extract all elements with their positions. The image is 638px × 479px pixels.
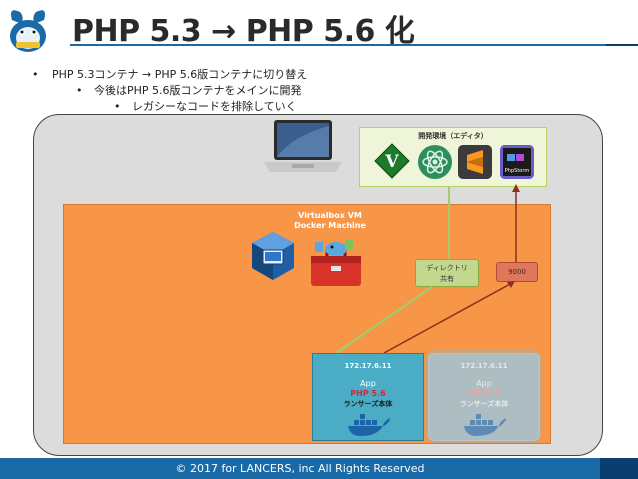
- bullet-text: レガシーなコードを排除していく: [132, 100, 297, 113]
- lancers-mascot-icon: [10, 10, 46, 52]
- docker-toolbox-icon: [311, 240, 361, 286]
- dev-environment-label: 開発環境（エディタ）: [418, 132, 488, 140]
- container-ip: 172.17.6.11: [460, 362, 508, 370]
- bullet-text: PHP 5.3コンテナ → PHP 5.6版コンテナに切り替え: [52, 68, 308, 81]
- docker-whale-icon: [464, 414, 506, 436]
- container-php53: 172.17.6.11 App PHP5.3 ランサーズ本体: [428, 353, 540, 441]
- atom-icon: [418, 145, 452, 179]
- bullet-level-3: •レガシーなコードを排除していく: [114, 100, 297, 113]
- title-divider-accent: [606, 44, 638, 46]
- virtualbox-icon: [252, 232, 294, 280]
- container-ip: 172.17.6.11: [344, 362, 392, 370]
- svg-text:V: V: [384, 152, 399, 172]
- container-app: App: [360, 379, 376, 388]
- port-box: 9000: [496, 262, 538, 282]
- title-divider: [70, 44, 638, 46]
- bullet-text: 今後はPHP 5.6版コンテナをメインに開発: [94, 84, 302, 97]
- vm-label-line2: Docker Machine: [294, 221, 366, 230]
- phpstorm-icon: PhpStorm: [500, 145, 534, 179]
- phpstorm-label: PhpStorm: [505, 168, 530, 174]
- shared-directory-label-line2: 共有: [440, 275, 454, 283]
- docker-whale-icon: [348, 414, 390, 436]
- sublime-text-icon: [458, 145, 492, 179]
- vm-label: Virtualbox VM Docker Machine: [270, 211, 390, 231]
- container-php-version: PHP5.3: [467, 389, 501, 398]
- laptop-icon: [264, 120, 342, 172]
- bullet-level-1: •PHP 5.3コンテナ → PHP 5.6版コンテナに切り替え: [32, 68, 308, 81]
- dev-environment-box: 開発環境（エディタ） V PhpStorm: [359, 127, 547, 187]
- vim-icon: V: [374, 143, 410, 179]
- vm-label-line1: Virtualbox VM: [298, 211, 362, 220]
- container-php-version: PHP 5.6: [350, 389, 386, 398]
- footer-copyright: © 2017 for LANCERS, inc All Rights Reser…: [0, 458, 600, 479]
- container-php56: 172.17.6.11 App PHP 5.6 ランサーズ本体: [312, 353, 424, 441]
- footer-accent: [600, 458, 638, 479]
- container-description: ランサーズ本体: [459, 400, 509, 408]
- page-title: PHP 5.3 → PHP 5.6 化: [72, 14, 415, 49]
- container-description: ランサーズ本体: [343, 400, 393, 408]
- shared-directory-box: ディレクトリ 共有: [415, 259, 479, 287]
- container-app: App: [476, 379, 492, 388]
- bullet-level-2: •今後はPHP 5.6版コンテナをメインに開発: [76, 84, 302, 97]
- shared-directory-label-line1: ディレクトリ: [426, 264, 468, 272]
